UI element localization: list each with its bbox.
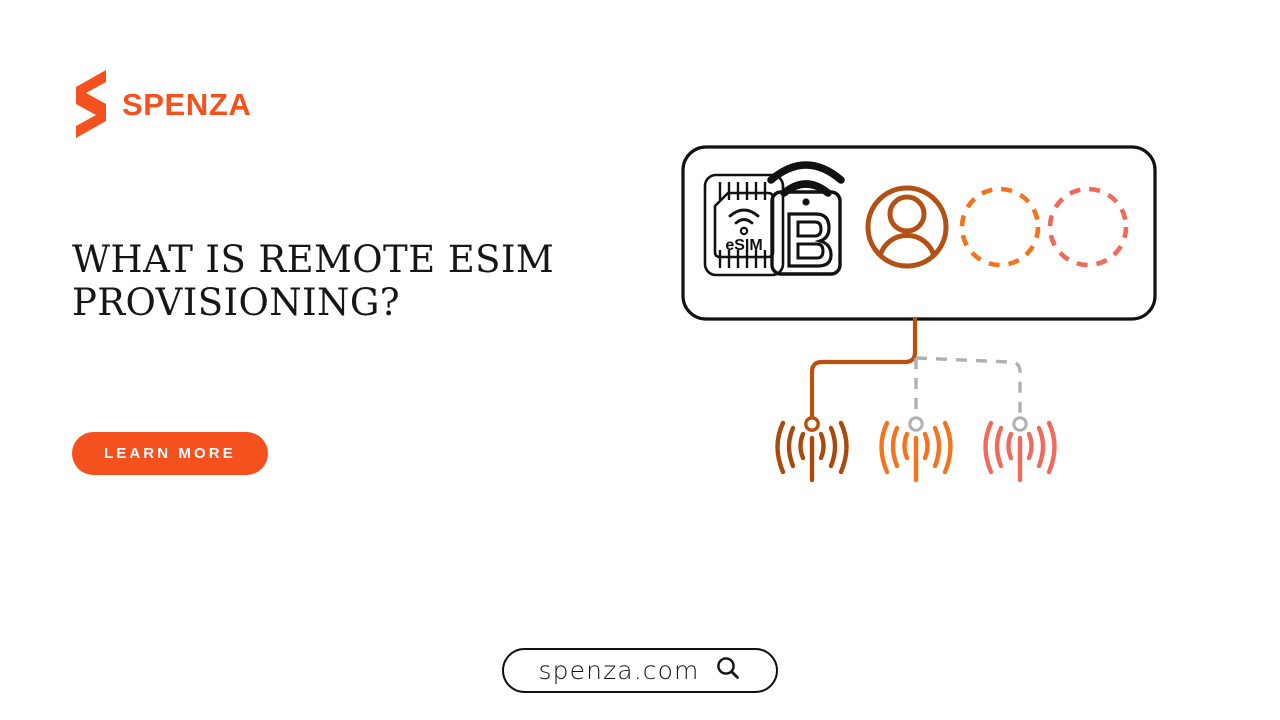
page-title: What is remote eSIM provisioning? [72,238,555,325]
user-avatar-icon [865,185,949,269]
esim-provisioning-illustration: eSIM [660,130,1180,500]
device-card-frame [681,145,1157,321]
brand-logo[interactable]: SPENZA [72,68,251,140]
b-device-wifi-icon [767,161,845,276]
network-antenna-icon-2 [879,420,953,483]
learn-more-button[interactable]: Learn More [72,432,268,475]
website-url-badge[interactable]: spenza.com [502,648,778,693]
network-antenna-icon-1 [775,420,849,483]
spenza-chevron-s-logo-icon [72,68,110,140]
connector-active-endpoint [804,416,820,432]
dashed-circle-icon-2 [1047,186,1129,268]
dashed-circle-icon-1 [959,186,1041,268]
connector-inactive-right [915,356,1022,418]
connector-active-link [809,316,918,421]
search-icon [715,655,741,686]
connector-inactive-center-endpoint [908,416,924,432]
connector-inactive-right-endpoint [1012,416,1028,432]
website-url-text: spenza.com [538,656,700,685]
esim-chip-label: eSIM [725,237,762,254]
brand-wordmark: SPENZA [122,86,252,122]
network-antenna-icon-3 [983,420,1057,483]
